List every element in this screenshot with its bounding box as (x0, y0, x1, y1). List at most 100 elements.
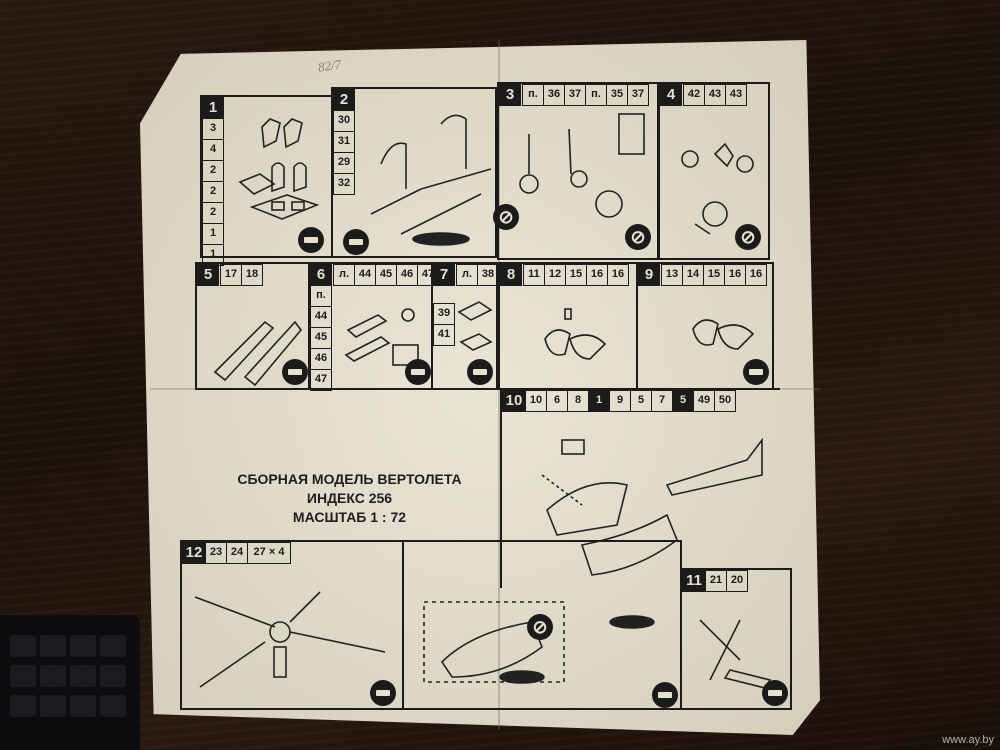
step-7-panel: 7 л. 38 40 39 41 (431, 262, 520, 390)
parts-list: п. 36 37 п. 35 37 (522, 84, 649, 106)
glue-icon (467, 359, 493, 385)
part-label: 43 (704, 84, 726, 106)
landing-skids-drawing (370, 114, 492, 246)
part-label: 5 (630, 390, 652, 412)
part-label: п. (310, 285, 332, 307)
part-label: 3 (202, 118, 224, 140)
canopy-right-drawing (692, 319, 755, 350)
part-label: 16 (724, 264, 746, 286)
part-label: 44 (310, 306, 332, 328)
parts-list: 42 43 43 (683, 84, 747, 106)
step-number: 12 (182, 542, 206, 564)
part-label: 7 (651, 390, 673, 412)
step-number: 11 (682, 570, 706, 592)
part-label: 31 (333, 131, 355, 153)
part-label: 15 (565, 264, 587, 286)
title-line: ИНДЕКС 256 (306, 490, 393, 506)
title-line: СБОРНАЯ МОДЕЛЬ ВЕРТОЛЕТА (237, 471, 462, 487)
part-label: 10 (525, 390, 547, 412)
part-label: 41 (433, 324, 455, 346)
part-label: 14 (682, 264, 704, 286)
part-label: 29 (333, 152, 355, 174)
part-label: 38 (477, 264, 499, 286)
part-label: 32 (333, 173, 355, 195)
title-line: МАСШТАБ 1 : 72 (292, 509, 407, 525)
step-number: 10 (502, 390, 526, 412)
part-label: 2 (202, 181, 224, 203)
part-label: 17 (220, 264, 242, 286)
part-label: 16 (586, 264, 608, 286)
part-label: 43 (725, 84, 747, 106)
part-label: 1 (202, 223, 224, 245)
instruction-sheet (140, 40, 820, 735)
part-label: 12 (544, 264, 566, 286)
step-number: 3 (499, 84, 521, 106)
tail-boom-halves-drawing (213, 320, 303, 387)
no-glue-icon: ⊘ (527, 614, 553, 640)
wheels-drawing (681, 142, 754, 235)
parts-list: 3 4 2 2 2 1 1 (202, 118, 224, 266)
step-9-panel: 9 13 14 15 16 16 (636, 262, 774, 390)
step-5-panel: 5 17 18 (195, 262, 310, 390)
parts-list: 39 41 (433, 303, 455, 346)
parts-list: 11 12 15 16 16 (523, 264, 629, 286)
part-label: 45 (375, 264, 397, 286)
pencil-note: 82/7 (316, 56, 342, 75)
part-label: 23 (205, 542, 227, 564)
title-block: СБОРНАЯ МОДЕЛЬ ВЕРТОЛЕТА ИНДЕКС 256 МАСШ… (232, 470, 467, 527)
step-11-panel: 11 21 20 (680, 568, 792, 710)
part-label: 24 (226, 542, 248, 564)
step-number: 7 (433, 264, 455, 286)
part-label: л. (333, 264, 355, 286)
step-number: 5 (197, 264, 219, 286)
part-label: 35 (606, 84, 628, 106)
part-label: 37 (564, 84, 586, 106)
part-label: 11 (523, 264, 545, 286)
part-label: 42 (683, 84, 705, 106)
part-label: 44 (354, 264, 376, 286)
watermark: www.ay.by (942, 734, 994, 746)
glue-icon (343, 229, 369, 255)
part-label: 16 (745, 264, 767, 286)
part-label: 49 (693, 390, 715, 412)
step-1-panel: 1 3 4 2 2 2 1 1 (200, 95, 333, 266)
step-6-panel: 6 л. 44 45 46 47 п. 44 45 46 47 (308, 262, 439, 391)
part-label: 15 (703, 264, 725, 286)
parts-list: 21 20 (705, 570, 748, 592)
step-2-panel: 2 30 31 29 32 (331, 87, 497, 258)
final-assembly-panel: ⊘ (402, 540, 682, 710)
parts-list: 17 18 (220, 264, 263, 286)
glue-icon (370, 680, 396, 706)
glue-icon (652, 682, 678, 708)
part-label: 36 (543, 84, 565, 106)
step-number: 9 (638, 264, 660, 286)
parts-list: 23 24 27 × 4 (205, 542, 291, 564)
step-number: 4 (660, 84, 682, 106)
part-label: 8 (567, 390, 589, 412)
part-label: п. (585, 84, 607, 106)
step-number: 8 (500, 264, 522, 286)
no-glue-icon: ⊘ (735, 224, 761, 250)
part-label: 4 (202, 139, 224, 161)
step-12-panel: 12 23 24 27 × 4 (180, 540, 404, 710)
part-label: 1 (588, 390, 610, 412)
step-3-panel: 3 п. 36 37 п. 35 37 ⊘ (493, 82, 659, 260)
step-number: 1 (202, 97, 224, 119)
glue-icon (282, 359, 308, 385)
no-glue-icon: ⊘ (493, 204, 519, 230)
part-label: 45 (310, 327, 332, 349)
glue-icon (743, 359, 769, 385)
glue-icon (762, 680, 788, 706)
parts-list: 30 31 29 32 (333, 110, 355, 195)
parts-list: л. 44 45 46 47 (333, 264, 439, 286)
seats-drawing (238, 118, 320, 220)
landing-gear-drawing (519, 113, 645, 218)
part-label: 21 (705, 570, 727, 592)
part-label: 2 (202, 202, 224, 224)
helicopter-final-drawing (423, 601, 655, 684)
part-label: 27 × 4 (247, 542, 291, 564)
part-label: 20 (726, 570, 748, 592)
part-label: 39 (433, 303, 455, 325)
canopy-left-drawing (544, 308, 607, 360)
part-label: 46 (396, 264, 418, 286)
